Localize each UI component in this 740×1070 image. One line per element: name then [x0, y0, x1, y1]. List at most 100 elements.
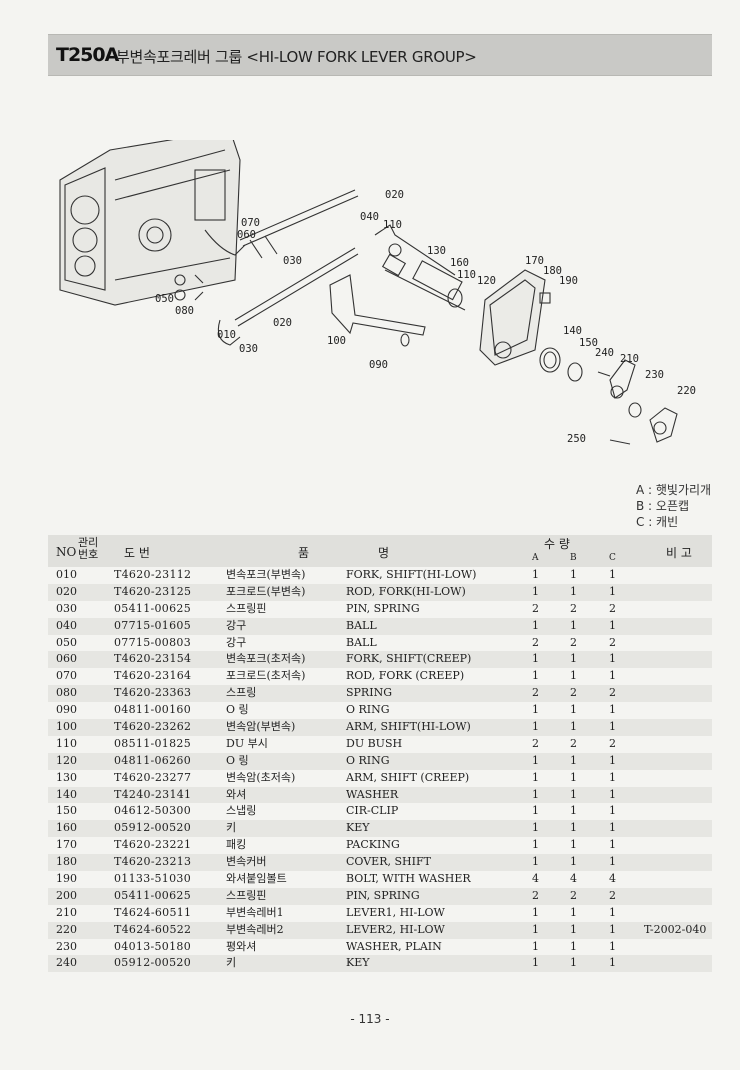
- cell-qty-b: 1: [570, 584, 577, 598]
- cell-qty-c: 1: [609, 922, 616, 936]
- cell-name-kr: 스프링: [226, 686, 257, 700]
- callout-label: 240: [595, 347, 614, 359]
- cell-qty-a: 1: [532, 922, 539, 936]
- cell-qty-b: 1: [570, 753, 577, 767]
- cell-part-no: 05411-00625: [114, 888, 192, 902]
- cell-name-en: KEY: [346, 956, 370, 970]
- callout-label: 160: [450, 257, 469, 269]
- cell-qty-c: 1: [609, 855, 616, 869]
- cell-name-en: KEY: [346, 821, 370, 835]
- cell-name-en: BALL: [346, 635, 377, 649]
- cell-part-no: 05411-00625: [114, 601, 192, 615]
- cell-no: 210: [56, 905, 77, 919]
- cell-no: 110: [56, 736, 77, 750]
- cell-qty-b: 1: [570, 821, 577, 835]
- cell-no: 060: [56, 652, 77, 666]
- cell-qty-a: 1: [532, 838, 539, 852]
- cell-no: 200: [56, 888, 77, 902]
- cell-qty-b: 1: [570, 804, 577, 818]
- cell-no: 120: [56, 753, 77, 767]
- cell-no: 040: [56, 618, 77, 632]
- cell-qty-a: 1: [532, 720, 539, 734]
- callout-label: 030: [283, 255, 302, 267]
- cell-name-kr: 변속포크(부변속): [226, 568, 306, 581]
- cell-name-en: BOLT, WITH WASHER: [346, 872, 471, 886]
- cell-name-kr: O 링: [226, 753, 249, 767]
- cell-name-en: ARM, SHIFT (CREEP): [346, 770, 470, 784]
- cell-name-en: FORK, SHIFT(CREEP): [346, 652, 472, 666]
- cell-name-kr: 스프링핀: [226, 601, 267, 615]
- cell-name-en: BALL: [346, 618, 377, 632]
- table-row: 010 T4620-23112 변속포크(부변속) FORK, SHIFT(HI-LO…: [48, 567, 712, 584]
- cell-name-kr: 와셔: [226, 787, 247, 801]
- cell-name-en: O RING: [346, 753, 390, 767]
- cell-qty-b: 2: [570, 888, 577, 902]
- legend-c: C : 캐빈: [636, 515, 679, 529]
- callout-label: 010: [217, 329, 236, 341]
- exploded-parts-diagram: 020 040 070 060 110 030 130 160 170 180 …: [59, 140, 696, 445]
- callout-label: 070: [241, 217, 260, 229]
- model-name: T250A: [56, 44, 119, 66]
- header-banner: T250A 부변속포크레버 그룹 <HI-LOW FORK LEVER GROU…: [48, 34, 712, 76]
- callout-label: 080: [175, 305, 194, 317]
- cell-qty-a: 1: [532, 669, 539, 683]
- cell-qty-c: 1: [609, 838, 616, 852]
- callout-label: 120: [477, 275, 496, 287]
- cell-qty-a: 1: [532, 804, 539, 818]
- cell-qty-c: 1: [609, 618, 616, 632]
- cell-qty-c: 1: [609, 939, 616, 953]
- cell-name-en: DU BUSH: [346, 736, 403, 750]
- cell-no: 170: [56, 838, 77, 852]
- cell-qty-b: 1: [570, 568, 577, 581]
- cell-part-no: T4620-23277: [114, 770, 192, 784]
- callout-label: 100: [327, 335, 346, 347]
- cell-qty-c: 1: [609, 703, 616, 717]
- cell-qty-c: 2: [609, 686, 616, 700]
- cell-qty-a: 1: [532, 905, 539, 919]
- cell-no: 010: [56, 568, 77, 581]
- cell-no: 050: [56, 635, 77, 649]
- cell-name-kr: 변속암(부변속): [226, 720, 296, 734]
- cell-name-en: FORK, SHIFT(HI-LOW): [346, 568, 477, 581]
- cell-part-no: 05912-00520: [114, 956, 192, 970]
- cell-qty-c: 1: [609, 753, 616, 767]
- legend-a: A : 햇빛가리개: [636, 483, 712, 497]
- cell-name-kr: 평와셔: [226, 939, 257, 953]
- cell-qty-b: 1: [570, 669, 577, 683]
- cell-qty-b: 4: [570, 872, 577, 886]
- cell-qty-c: 1: [609, 956, 616, 970]
- cell-name-kr: 변속암(초저속): [226, 770, 296, 784]
- cell-qty-a: 1: [532, 956, 539, 970]
- cell-no: 220: [56, 922, 77, 936]
- cell-qty-c: 1: [609, 905, 616, 919]
- cell-qty-a: 1: [532, 618, 539, 632]
- cell-name-en: COVER, SHIFT: [346, 855, 431, 869]
- callout-label: 250: [567, 433, 586, 445]
- callout-label: 020: [385, 189, 404, 201]
- callout-label: 220: [677, 385, 696, 397]
- cell-qty-a: 2: [532, 888, 539, 902]
- callout-label: 110: [457, 269, 476, 281]
- cell-name-en: LEVER2, HI-LOW: [346, 922, 445, 936]
- cell-qty-a: 2: [532, 686, 539, 700]
- header-qty: 수 량: [544, 537, 570, 551]
- cell-no: 070: [56, 669, 77, 683]
- cell-part-no: T4620-23112: [114, 568, 192, 581]
- cell-name-kr: 포크로드(부변속): [226, 584, 306, 598]
- cell-name-en: PACKING: [346, 838, 400, 852]
- cell-part-no: T4620-23213: [114, 855, 192, 869]
- cell-part-no: T4620-23221: [114, 838, 192, 852]
- header-remark: 비 고: [666, 546, 692, 560]
- cell-name-en: PIN, SPRING: [346, 601, 420, 615]
- cell-qty-c: 4: [609, 872, 616, 886]
